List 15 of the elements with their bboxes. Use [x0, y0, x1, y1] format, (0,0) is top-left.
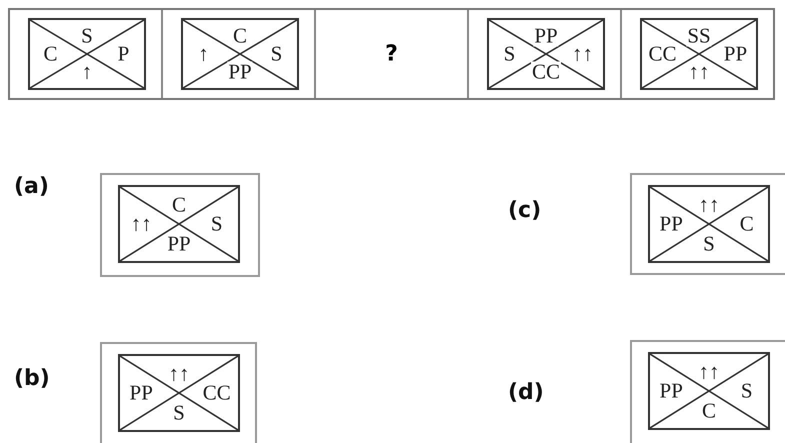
crossed-square-figure: [640, 18, 758, 90]
question-mark: ?: [385, 42, 398, 66]
crossed-square-figure: [28, 18, 146, 90]
option-label: (d): [508, 380, 544, 405]
option-label: (c): [508, 198, 542, 223]
crossed-square-figure: [181, 18, 299, 90]
crossed-square-figure: [648, 185, 770, 263]
crossed-square-figure: [648, 352, 770, 430]
crossed-square-figure: [487, 18, 605, 90]
figure-symbol: PP: [533, 26, 559, 47]
crossed-square-figure: [118, 354, 240, 432]
figure-symbol: SS: [686, 26, 712, 47]
option-label: (b): [14, 366, 50, 391]
option-label: (a): [14, 174, 49, 199]
crossed-square-figure: [118, 185, 240, 263]
